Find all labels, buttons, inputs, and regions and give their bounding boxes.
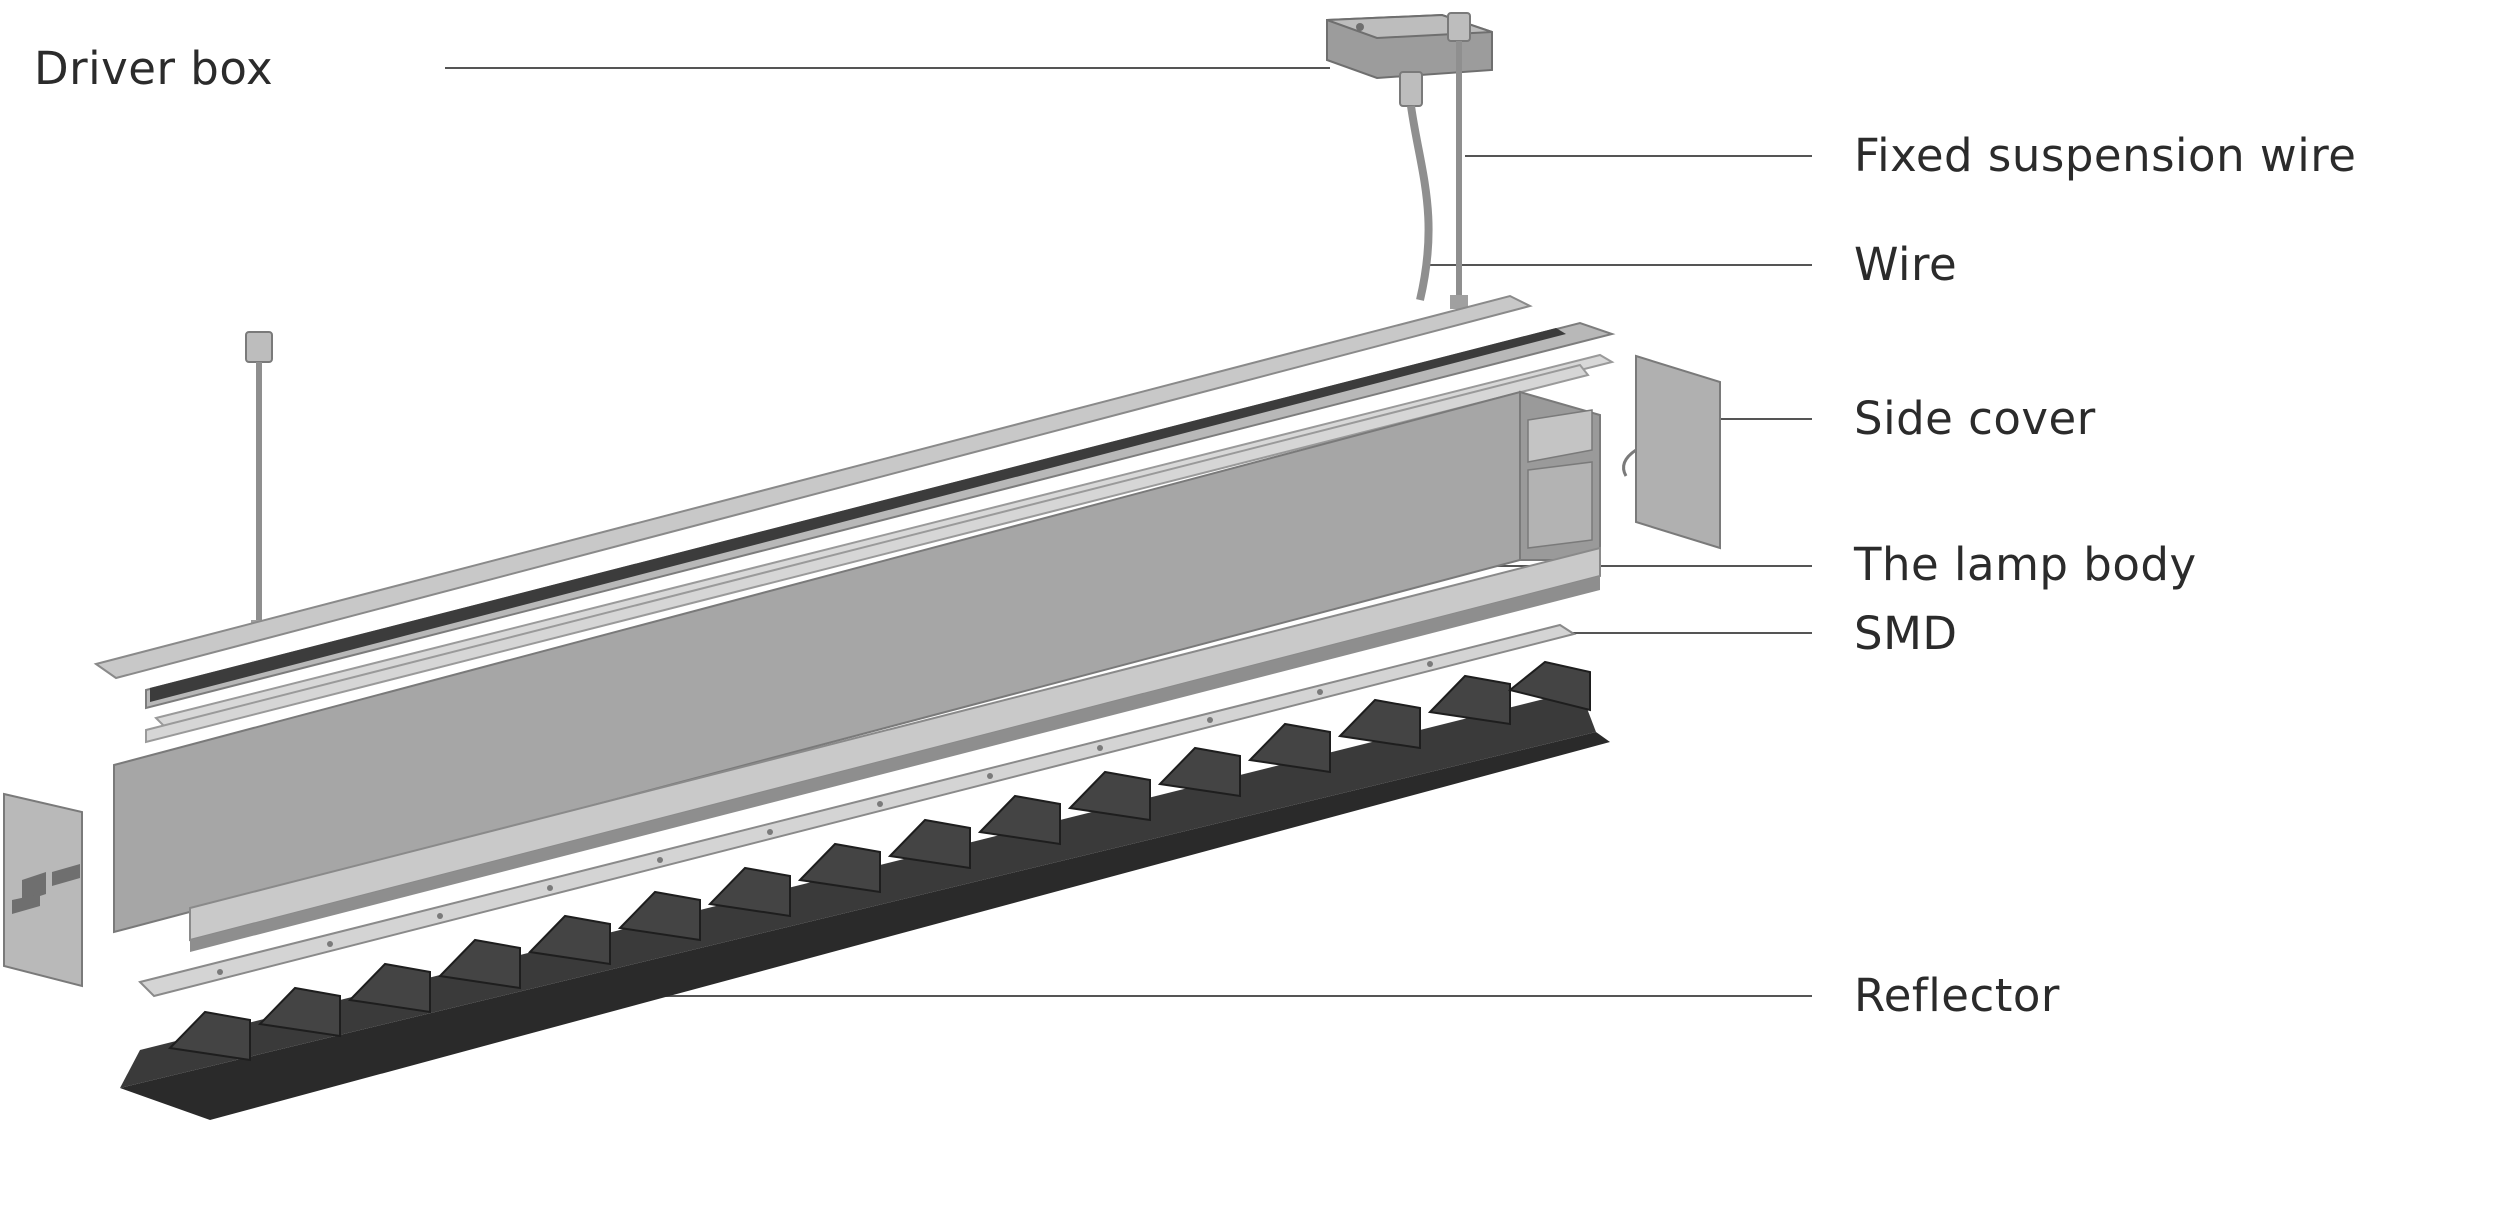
label-smd: SMD [1854, 607, 1958, 660]
label-reflector: Reflector [1854, 969, 2060, 1022]
fixed-suspension-wire-right [1447, 12, 1471, 309]
label-side-cover: Side cover [1854, 392, 2096, 445]
label-wire: Wire [1854, 238, 1958, 291]
fixed-suspension-wire-left [245, 331, 273, 632]
side-cover-right [1622, 354, 1721, 550]
label-lamp-body: The lamp body [1854, 538, 2197, 591]
label-fixed-suspension-wire: Fixed suspension wire [1854, 129, 2357, 182]
smd-strip [138, 623, 1577, 998]
side-cover-left [3, 792, 83, 988]
power-wire [1399, 71, 1433, 301]
lamp-body [113, 363, 1601, 952]
label-driver-box: Driver box [34, 42, 274, 95]
reflector [120, 660, 1610, 1120]
